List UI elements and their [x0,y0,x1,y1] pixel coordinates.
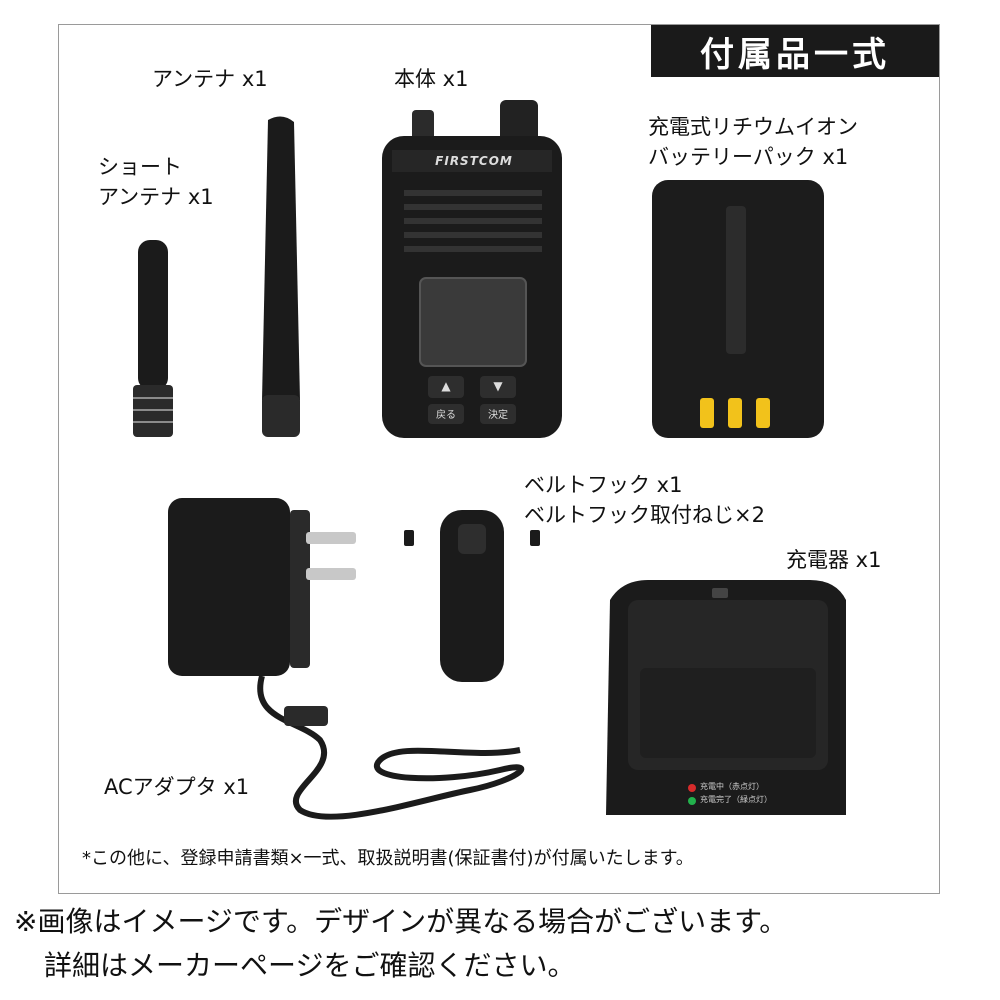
radio-brand-logo: FIRSTCOM [435,154,513,168]
short-antenna-label: ショート アンテナ x1 [98,155,214,209]
charger-led-done-label: 充電完了（緑点灯） [700,795,772,804]
disclaimer-line-2: 詳細はメーカーページをご確認ください。 [44,949,576,982]
included-documents-note: *この他に、登録申請書類×一式、取扱説明書(保証書付)が付属いたします。 [82,848,694,869]
battery-label: 充電式リチウムイオン バッテリーパック x1 [648,115,858,169]
belt-hook-label: ベルトフック x1 ベルトフック取付ねじ×2 [524,473,765,527]
radio-up-key[interactable]: ▲ [441,379,451,393]
ac-adapter-image [168,498,525,820]
radio-down-key[interactable]: ▼ [493,379,503,393]
antenna-image [262,116,300,437]
short-antenna-image [133,240,173,437]
disclaimer-line-1: ※画像はイメージです。デザインが異なる場合がございます。 [14,905,788,938]
accessories-title: 付属品一式 [651,25,939,77]
image-disclaimer: ※画像はイメージです。デザインが異なる場合がございます。 詳細はメーカーページを… [14,900,787,988]
body-label: 本体 x1 [394,67,469,91]
charger-led-charging-label: 充電中（赤点灯） [700,782,764,791]
charger-label: 充電器 x1 [786,548,882,572]
radio-ok-key[interactable]: 決定 [488,410,508,421]
charger-image [606,580,846,815]
ac-adapter-label: ACアダプタ x1 [104,775,250,799]
antenna-label: アンテナ x1 [152,67,268,91]
belt-hook-image [404,510,540,682]
radio-body-image [382,100,562,438]
radio-back-key[interactable]: 戻る [436,410,456,421]
battery-pack-image [652,180,824,438]
